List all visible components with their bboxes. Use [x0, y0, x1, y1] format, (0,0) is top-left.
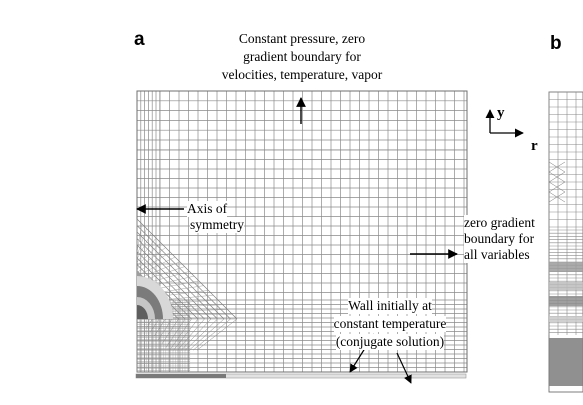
axis-of-symmetry-line-1: Axis of	[187, 201, 228, 217]
panel-b-shaded-band	[549, 262, 583, 272]
panel-b-shaded-band	[549, 338, 583, 386]
mesh-line	[136, 223, 142, 253]
mesh-line	[189, 318, 225, 351]
mesh-line	[136, 228, 147, 256]
top-boundary-line-3: velocities, temperature, vapor	[221, 67, 383, 82]
mesh-panel-b	[548, 91, 583, 393]
top-boundary-line-1: Constant pressure, zero	[238, 31, 366, 46]
coordinate-axes	[485, 109, 524, 138]
top-boundary-label: Constant pressure, zero gradient boundar…	[209, 30, 395, 84]
wall-line-3: (conjugate solution)	[335, 334, 445, 350]
mesh-line	[181, 318, 212, 351]
mesh-line	[177, 318, 205, 351]
mesh-line	[548, 171, 566, 183]
mesh-line	[548, 161, 566, 173]
solid-wall-strip	[135, 373, 467, 379]
mesh-line	[136, 218, 238, 320]
mesh-line	[136, 237, 157, 263]
mesh-line	[136, 233, 152, 260]
mesh-line	[548, 181, 566, 193]
panel-b-shaded-band	[549, 282, 583, 290]
mesh-line	[136, 256, 176, 276]
side-boundary-line-2: boundary for	[464, 231, 537, 247]
panel-b-shaded-band	[549, 296, 583, 306]
mesh-line	[136, 252, 171, 273]
r-axis-letter: r	[531, 138, 538, 154]
side-boundary-line-1: zero gradient	[464, 215, 537, 231]
wall-line-1: Wall initially at	[348, 298, 432, 314]
y-axis-letter: y	[497, 105, 505, 121]
panel-label-b: b	[550, 33, 562, 54]
mesh-line	[136, 251, 205, 320]
mesh-line	[548, 191, 566, 203]
mesh-line	[157, 318, 173, 341]
panel-b-shaded-band	[549, 316, 583, 322]
mesh-line	[136, 247, 166, 270]
wall-arrow-right	[396, 352, 412, 384]
side-boundary-line-3: all variables	[464, 247, 532, 263]
droplet-region	[137, 270, 173, 319]
panel-label-a: a	[134, 29, 145, 50]
mesh-line	[149, 318, 160, 333]
mesh-line	[185, 318, 218, 351]
mesh-line	[136, 225, 231, 320]
axis-of-symmetry-line-2: symmetry	[190, 217, 244, 233]
mesh-line	[136, 244, 212, 320]
mesh-line	[192, 318, 231, 351]
mesh-line	[136, 231, 225, 320]
mesh-line	[196, 318, 238, 351]
mesh-line	[136, 242, 161, 266]
mesh-line	[136, 261, 180, 280]
top-boundary-line-2: gradient boundary for	[243, 49, 361, 64]
wall-label: Wall initially at constant temperature (…	[306, 297, 474, 351]
wall-line-2: constant temperature	[333, 316, 447, 332]
